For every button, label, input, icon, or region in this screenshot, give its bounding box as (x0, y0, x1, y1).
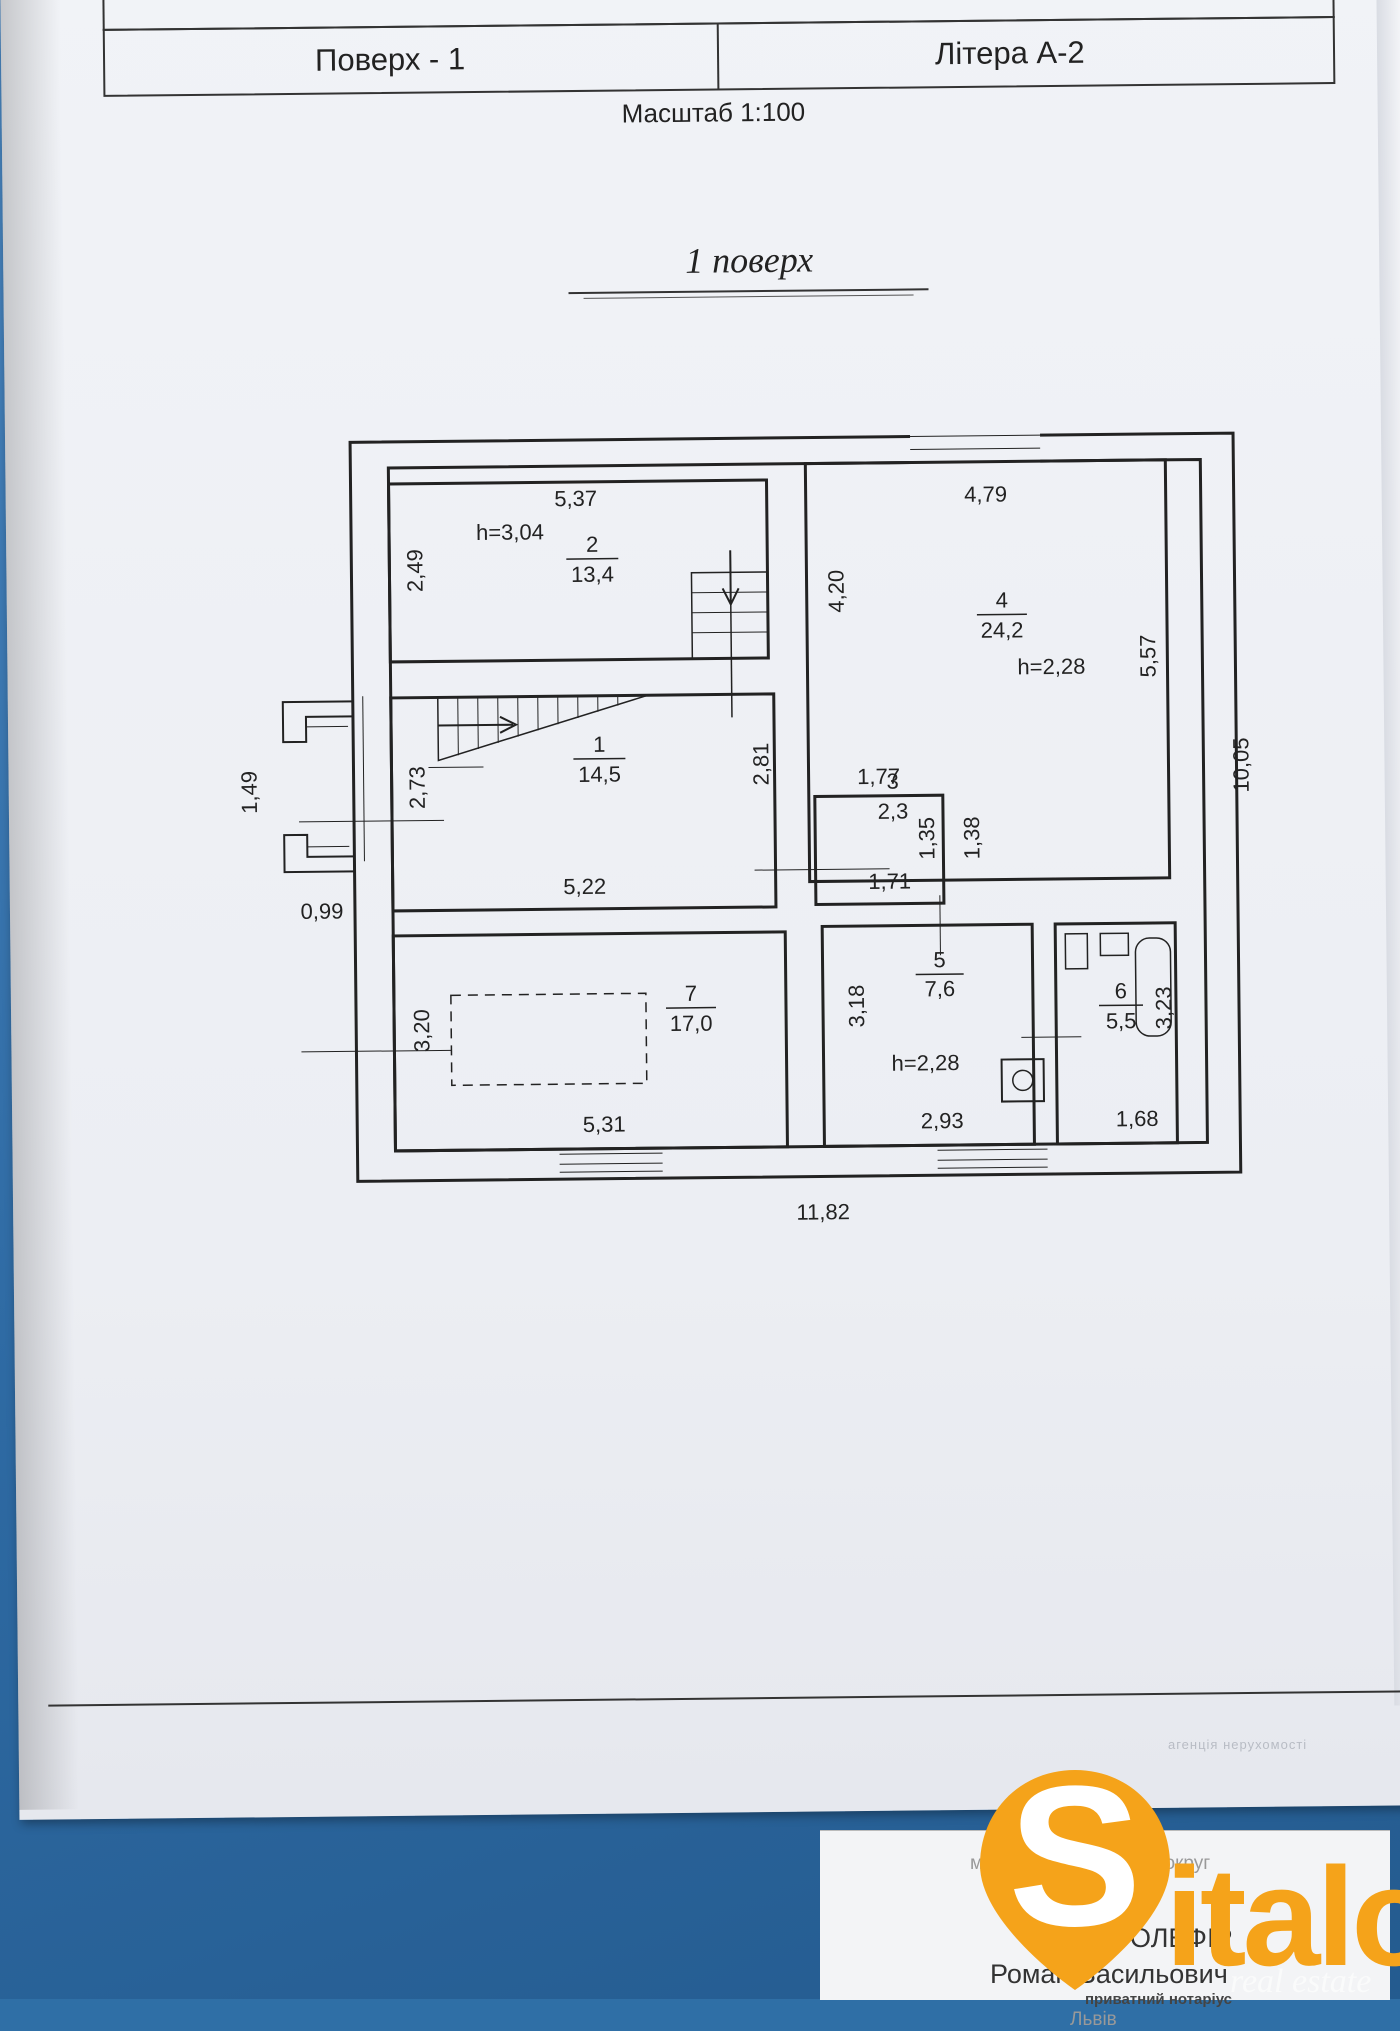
dim-room3-right2: 1,38 (959, 816, 984, 859)
room-6-area: 5,5 (1106, 1008, 1137, 1033)
room-2-height: h=3,04 (476, 519, 544, 545)
room-3-area: 2,3 (878, 799, 909, 824)
room-1-area: 14,5 (578, 762, 621, 787)
room-2-number: 2 (586, 532, 599, 557)
dim-room7-width: 5,31 (583, 1112, 626, 1137)
dim-room6-height: 3,23 (1151, 986, 1176, 1029)
dim-room7-height: 3,20 (409, 1009, 434, 1052)
location-pin-icon: S (980, 1760, 1170, 1990)
brand-sub: real estate (1230, 1963, 1371, 2000)
stamp-city: Львів (1070, 2009, 1117, 2031)
dim-room1-height: 2,73 (404, 766, 429, 809)
room-7-number: 7 (685, 981, 698, 1006)
dim-room5-width: 2,93 (921, 1108, 964, 1133)
porch (283, 701, 353, 742)
dim-room6-width: 1,68 (1116, 1106, 1159, 1131)
dim-room3-top: 1,77 (857, 764, 900, 789)
room-5-area: 7,6 (924, 976, 955, 1001)
dim-room5-height: 3,18 (844, 985, 869, 1028)
dim-room1-width: 5,22 (563, 874, 606, 899)
room-4-area: 24,2 (981, 617, 1024, 642)
room-6-number: 6 (1115, 978, 1128, 1003)
room-2-area: 13,4 (571, 562, 614, 587)
room-5-number: 5 (933, 947, 946, 972)
toilet (1065, 934, 1087, 969)
stairs-arrow-icon-lower (438, 717, 516, 734)
room-1-number: 1 (593, 732, 606, 757)
room-4-number: 4 (996, 587, 1009, 612)
dim-room4-left: 4,20 (823, 570, 848, 613)
agency-tagline: агенція нерухомості (1168, 1737, 1307, 1752)
dim-room2-width: 5,37 (554, 486, 597, 511)
stove (1002, 1059, 1044, 1101)
document-page: Поверх - 1 Літера А-2 Масштаб 1:100 1 по… (0, 0, 1400, 1820)
outer-wall-inner (388, 459, 1207, 1150)
pit-dashed (451, 993, 647, 1085)
room-5-height: h=2,28 (891, 1050, 959, 1076)
dim-room3-right1: 1,35 (914, 817, 939, 860)
dim-total-width: 11,82 (796, 1199, 850, 1225)
dim-porch-width: 1,49 (237, 771, 262, 814)
sink (1100, 933, 1128, 955)
dim-porch-depth: 0,99 (300, 898, 343, 923)
dim-room4-width: 4,79 (964, 481, 1007, 506)
outer-wall (350, 433, 1241, 1181)
stairs-arrow-icon (722, 550, 739, 604)
room-4-height: h=2,28 (1017, 654, 1085, 680)
dim-total-height: 10,05 (1228, 737, 1254, 792)
dim-room4-right: 5,57 (1135, 634, 1160, 677)
floor-plan: 2 13,4 1 14,5 3 2,3 4 24,2 5 7,6 6 5,5 7… (0, 0, 1400, 1720)
stairs-lower (438, 695, 649, 760)
svg-text:S: S (1008, 1760, 1141, 1968)
room-7-area: 17,0 (670, 1011, 713, 1036)
dim-room1-right: 2,81 (748, 743, 773, 786)
dim-room2-height: 2,49 (402, 549, 427, 592)
room-4-outline (805, 460, 1169, 882)
sitalo-logo: S italo real estate (980, 1760, 1400, 2000)
dim-room3-bottom: 1,71 (868, 869, 911, 894)
window-top-1 (910, 435, 1040, 436)
window-top-2 (910, 448, 1040, 449)
